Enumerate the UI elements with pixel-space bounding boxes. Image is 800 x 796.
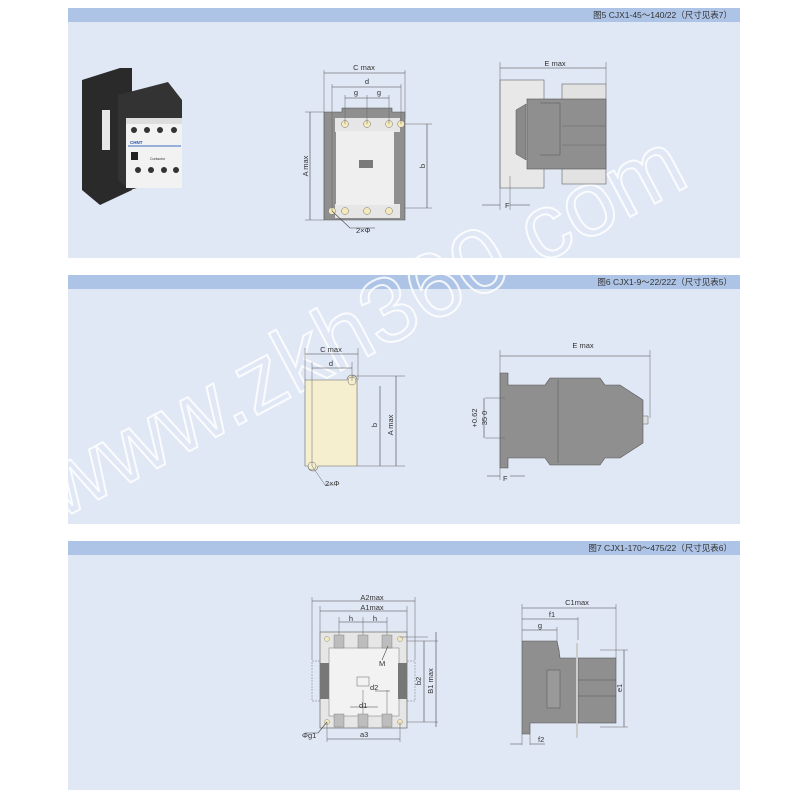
label-d: d: [329, 359, 333, 368]
label-c1-max: C1max: [565, 598, 589, 607]
label-c-max: C max: [320, 345, 342, 354]
label-g: g: [354, 88, 358, 97]
label-f2: f2: [538, 735, 544, 744]
label-a2-max: A2max: [360, 593, 384, 602]
label-e1: e1: [615, 684, 624, 692]
label-b2: b2: [414, 677, 423, 685]
label-d1: d1: [359, 701, 367, 710]
label-h: h: [373, 614, 377, 623]
figure-7-header: 图7 CJX1-170～475/22（尺寸见表6）: [68, 541, 740, 555]
figure-6-caption: 图6 CJX1-9～22/22Z（尺寸见表5）: [597, 277, 732, 287]
label-holes: 2×Φ: [325, 479, 340, 488]
photo-brand: CHNT: [130, 140, 143, 145]
label-a-max: A max: [386, 414, 395, 435]
label-a1-max: A1max: [360, 603, 384, 612]
label-g: g: [377, 88, 381, 97]
label-h: h: [349, 614, 353, 623]
label-f: F: [503, 474, 508, 483]
figure-5-side-view: [482, 62, 607, 210]
label-e-max: E max: [544, 59, 566, 68]
label-f1: f1: [549, 610, 555, 619]
label-b1-max: B1 max: [426, 668, 435, 694]
label-c-max: C max: [353, 63, 375, 72]
figure-5-caption: 图5 CJX1-45～140/22（尺寸见表7）: [593, 10, 732, 20]
label-f: F: [505, 201, 510, 210]
label-a-max: A max: [301, 155, 310, 176]
figure-7-caption: 图7 CJX1-170～475/22（尺寸见表6）: [588, 543, 732, 553]
label-m: M: [379, 659, 385, 668]
label-holes: 2×Φ: [356, 226, 371, 235]
figure-6-header: 图6 CJX1-9～22/22Z（尺寸见表5）: [68, 275, 740, 289]
figure-6-front-view: [304, 348, 405, 486]
contactor-photo: CHNT Contactor: [82, 68, 182, 205]
label-d2: d2: [370, 683, 378, 692]
figure-7-front-view: [305, 597, 438, 742]
label-d: d: [365, 77, 369, 86]
label-b: b: [418, 164, 427, 168]
figure-6-side-view: [483, 350, 651, 480]
label-rail-tolerance: +0.62: [470, 409, 479, 428]
label-e-max: E max: [572, 341, 594, 350]
figure-7-side-view: [510, 604, 628, 745]
figure-5-front-view: [305, 70, 432, 229]
label-rail-size: 35 0: [480, 411, 489, 426]
label-g1: Φg1: [302, 731, 316, 740]
figure-5-header: 图5 CJX1-45～140/22（尺寸见表7）: [68, 8, 740, 22]
photo-model: Contactor: [150, 157, 166, 161]
label-g: g: [538, 621, 542, 630]
label-b: b: [370, 423, 379, 427]
label-a3: a3: [360, 730, 368, 739]
